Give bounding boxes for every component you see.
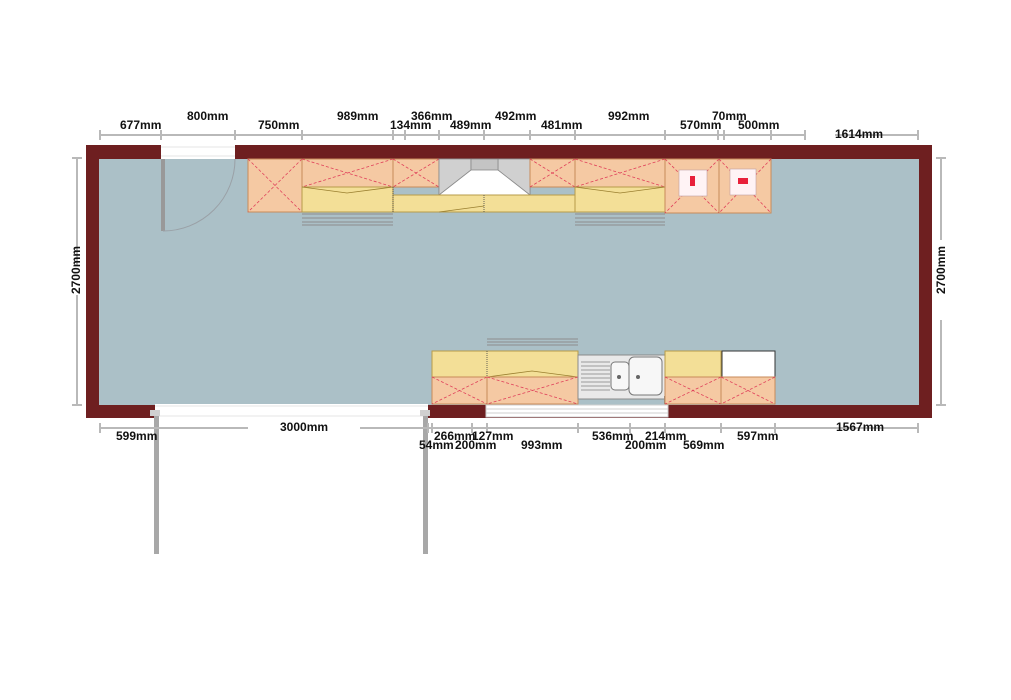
dimension-lines xyxy=(72,130,946,433)
wall-cabinet xyxy=(574,186,666,213)
dim-top-989: 989mm xyxy=(337,109,378,123)
dim-left-2700: 2700mm xyxy=(69,246,83,294)
dim-top-1614: 1614mm xyxy=(835,127,883,141)
wall-cabinet xyxy=(431,350,579,378)
dim-right-2700: 2700mm xyxy=(934,246,948,294)
dim-top-750: 750mm xyxy=(258,118,299,132)
dim-top-492: 492mm xyxy=(495,109,536,123)
appliance xyxy=(721,350,776,378)
dim-bottom-3000: 3000mm xyxy=(280,420,328,434)
dim-top-70: 70mm xyxy=(712,109,747,123)
dim-top-570: 570mm xyxy=(680,118,721,132)
bottom-opening xyxy=(155,404,428,418)
dim-bottom-536: 536mm xyxy=(592,429,633,443)
dim-bottom-200-b: 200mm xyxy=(625,438,666,452)
dim-top-800: 800mm xyxy=(187,109,228,123)
top-cabinet-run xyxy=(247,158,772,226)
dim-bottom-54: 54mm xyxy=(419,438,454,452)
dim-top-500: 500mm xyxy=(738,118,779,132)
oven-icon xyxy=(664,158,720,214)
dim-top-481: 481mm xyxy=(541,118,582,132)
dim-top-134: 134mm xyxy=(390,118,431,132)
bottom-wall-window xyxy=(485,404,669,418)
dim-bottom-569: 569mm xyxy=(683,438,724,452)
dim-bottom-599: 599mm xyxy=(116,429,157,443)
plinth xyxy=(302,213,665,226)
dim-top-489: 489mm xyxy=(450,118,491,132)
opening-icon xyxy=(150,410,430,554)
door-swing-icon xyxy=(161,158,236,232)
dim-bottom-214: 214mm xyxy=(645,429,686,443)
bottom-cabinet-run xyxy=(431,338,776,405)
oven-icon xyxy=(718,158,772,214)
dim-top-992: 992mm xyxy=(608,109,649,123)
dim-top-366: 366mm xyxy=(411,109,452,123)
dim-bottom-127: 127mm xyxy=(472,429,513,443)
dim-bottom-1567: 1567mm xyxy=(836,420,884,434)
sink-icon xyxy=(577,354,670,404)
range-hood-icon xyxy=(438,158,531,196)
wall-cabinet xyxy=(664,350,722,378)
dim-bottom-993: 993mm xyxy=(521,438,562,452)
dim-bottom-597: 597mm xyxy=(737,429,778,443)
dim-top-677: 677mm xyxy=(120,118,161,132)
wall-cabinet xyxy=(301,186,394,213)
dim-bottom-200-a: 200mm xyxy=(455,438,496,452)
dim-bottom-266: 266mm xyxy=(434,429,475,443)
dimension-labels: 677mm 800mm 750mm 989mm 134mm 366mm 489m… xyxy=(69,109,948,452)
